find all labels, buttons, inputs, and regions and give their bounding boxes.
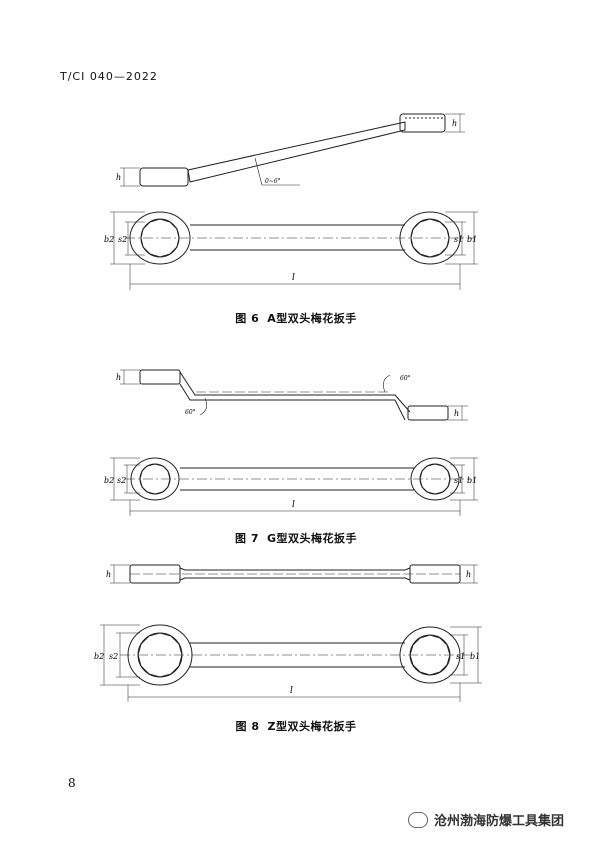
dim-h-left: h [106, 570, 111, 579]
angle-left-label: 60° [185, 409, 196, 416]
figure-6-caption: 图 6 A型双头梅花扳手 [0, 310, 600, 326]
dim-b2: b2 [104, 476, 114, 485]
figure-6-number: 图 6 [235, 312, 260, 325]
dim-b1: b1 [467, 476, 477, 485]
angle-right-label: 60° [400, 375, 411, 382]
figure-8-caption: 图 8 Z型双头梅花扳手 [0, 718, 600, 734]
figure-8-title: Z型双头梅花扳手 [267, 720, 357, 733]
dim-b2: b2 [94, 652, 104, 661]
figure-7-drawing: h h 60° 60° b2 s2 s1 b1 l [104, 369, 478, 516]
dim-h-right: h [454, 409, 459, 418]
dim-s2: s2 [118, 235, 127, 244]
dim-h-right: h [466, 570, 471, 579]
dim-s2: s2 [117, 476, 126, 485]
dim-s1: s1 [454, 235, 463, 244]
wechat-icon [408, 811, 428, 828]
dim-h-left: h [116, 173, 121, 182]
dim-l: l [290, 686, 293, 696]
figure-7-caption: 图 7 G型双头梅花扳手 [0, 530, 600, 546]
dim-h-right: h [452, 119, 457, 128]
dim-l: l [292, 500, 295, 510]
figure-8-drawing: h h b2 s2 s1 b1 l [94, 564, 482, 702]
dim-h-left: h [116, 373, 121, 382]
angle-label: 0~6° [265, 178, 281, 185]
standard-code: T/CI 040—2022 [60, 70, 158, 83]
figure-6-drawing: h h 0~6° b2 s2 s1 b1 l [104, 113, 478, 290]
watermark-text: 沧州渤海防爆工具集团 [434, 814, 565, 829]
dim-s2: s2 [109, 652, 118, 661]
figure-7-title: G型双头梅花扳手 [266, 532, 357, 545]
dim-l: l [292, 273, 295, 283]
figure-7-number: 图 7 [234, 532, 259, 545]
page-number: 8 [68, 776, 76, 790]
dim-b1: b1 [470, 652, 480, 661]
dim-b1: b1 [467, 235, 477, 244]
dim-s1: s1 [456, 652, 465, 661]
figure-6-title: A型双头梅花扳手 [267, 312, 357, 325]
dim-s1: s1 [454, 476, 463, 485]
dim-b2: b2 [104, 235, 114, 244]
watermark: 沧州渤海防爆工具集团 [408, 810, 564, 829]
figure-8-number: 图 8 [235, 720, 260, 733]
